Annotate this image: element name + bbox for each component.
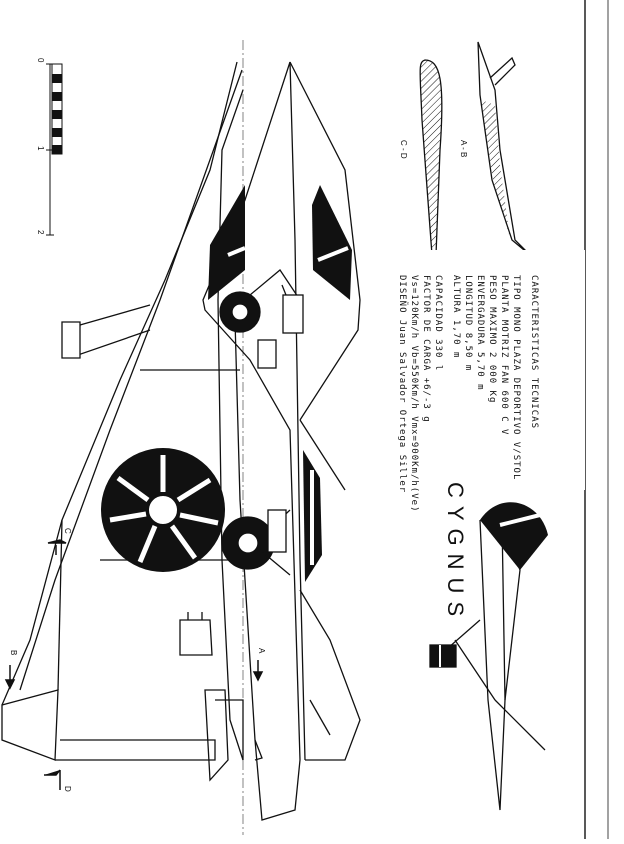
front-gear-wheel: [429, 644, 457, 668]
aircraft-title: CYGNUS: [443, 482, 468, 625]
fuselage-spine: [289, 61, 306, 761]
spec-length: LONGITUD 8,50 m: [463, 275, 473, 372]
canopy-window-1: [208, 185, 245, 300]
side-view: [202, 61, 361, 821]
front-wing-lines: [439, 619, 546, 751]
trailing-edge: [55, 739, 216, 761]
specs-heading: CARACTERISTICAS TECNICAS: [529, 275, 539, 430]
fuselage-side: [202, 61, 301, 821]
specs-box: [365, 250, 585, 490]
cut-marker-a: A: [257, 648, 266, 654]
fin-hatch: [481, 100, 510, 238]
fin-outline: [477, 41, 531, 256]
cut-marker-c: C: [63, 528, 72, 534]
canopy-frame-bar: [227, 246, 246, 257]
wing-section-airfoil: [419, 59, 443, 256]
aft-fuselage: [204, 689, 263, 782]
spec-wingspan: ENVERGADURA 5,70 m: [475, 275, 485, 391]
spec-type: TIPO MONO PLAZA DEPORTIVO V/STOL: [511, 275, 521, 481]
fuselage-plan: [217, 89, 244, 761]
cut-marker-b: B: [9, 650, 18, 656]
wing-tip: [1, 689, 59, 761]
spec-designer: DISEÑO Juan Salvador Ortega Siller: [397, 275, 407, 494]
fan-hub: [147, 494, 179, 526]
plan-view: [1, 61, 244, 761]
section-label-cd: C - D: [399, 140, 408, 159]
spec-speeds: Vs=120Km/h Vb=550Km/h Vmx=900Km/h(Ve): [409, 275, 419, 513]
lift-fan: [101, 448, 225, 572]
spec-max-weight: PESO MAXIMO 2 000 Kg: [487, 275, 497, 404]
fin-view: [477, 41, 531, 256]
cut-markers: [4, 539, 264, 790]
canopy-frame: [289, 61, 361, 421]
strut-body: [77, 304, 151, 356]
front-intake-stripe: [499, 513, 541, 527]
strut: [61, 304, 151, 359]
panel-tabs: [187, 612, 203, 620]
cut-marker-d: D: [63, 786, 72, 792]
front-view: [429, 519, 546, 811]
spec-capacity: CAPACIDAD 330 l: [433, 275, 443, 372]
scale-tick-0: 0: [36, 58, 45, 63]
spec-height: ALTURA 1,70 m: [451, 275, 461, 359]
scale-bar: [46, 63, 63, 236]
section-label-ab: A - B: [459, 140, 468, 158]
technical-specs: CARACTERISTICAS TECNICAS TIPO MONO PLAZA…: [396, 275, 540, 512]
scale-tick-2: 2: [36, 230, 45, 235]
nose-gear: [219, 269, 304, 369]
strut-foot: [61, 321, 81, 359]
canopy-frame-bar-2: [317, 246, 349, 262]
main-gear: [221, 509, 291, 576]
tail-fin: [299, 589, 361, 761]
wing-rib: [57, 519, 63, 691]
wing-inner-line: [19, 69, 243, 691]
front-fuselage: [479, 519, 506, 811]
scale-tick-1: 1: [36, 146, 45, 151]
fan-blades: [109, 455, 219, 563]
spec-powerplant: PLANTA MOTRIZ FAN 600 C V: [499, 275, 509, 436]
canopy-window-2: [312, 185, 352, 300]
spec-load-factor: FACTOR DE CARGA +6/-3 g: [421, 275, 431, 423]
fuselage-aft: [215, 699, 244, 760]
wing-leading-edge: [1, 61, 238, 706]
fuselage-line: [299, 419, 346, 491]
access-panel: [179, 619, 213, 656]
tail-detail: [309, 699, 331, 736]
fin-cap: [489, 56, 516, 86]
